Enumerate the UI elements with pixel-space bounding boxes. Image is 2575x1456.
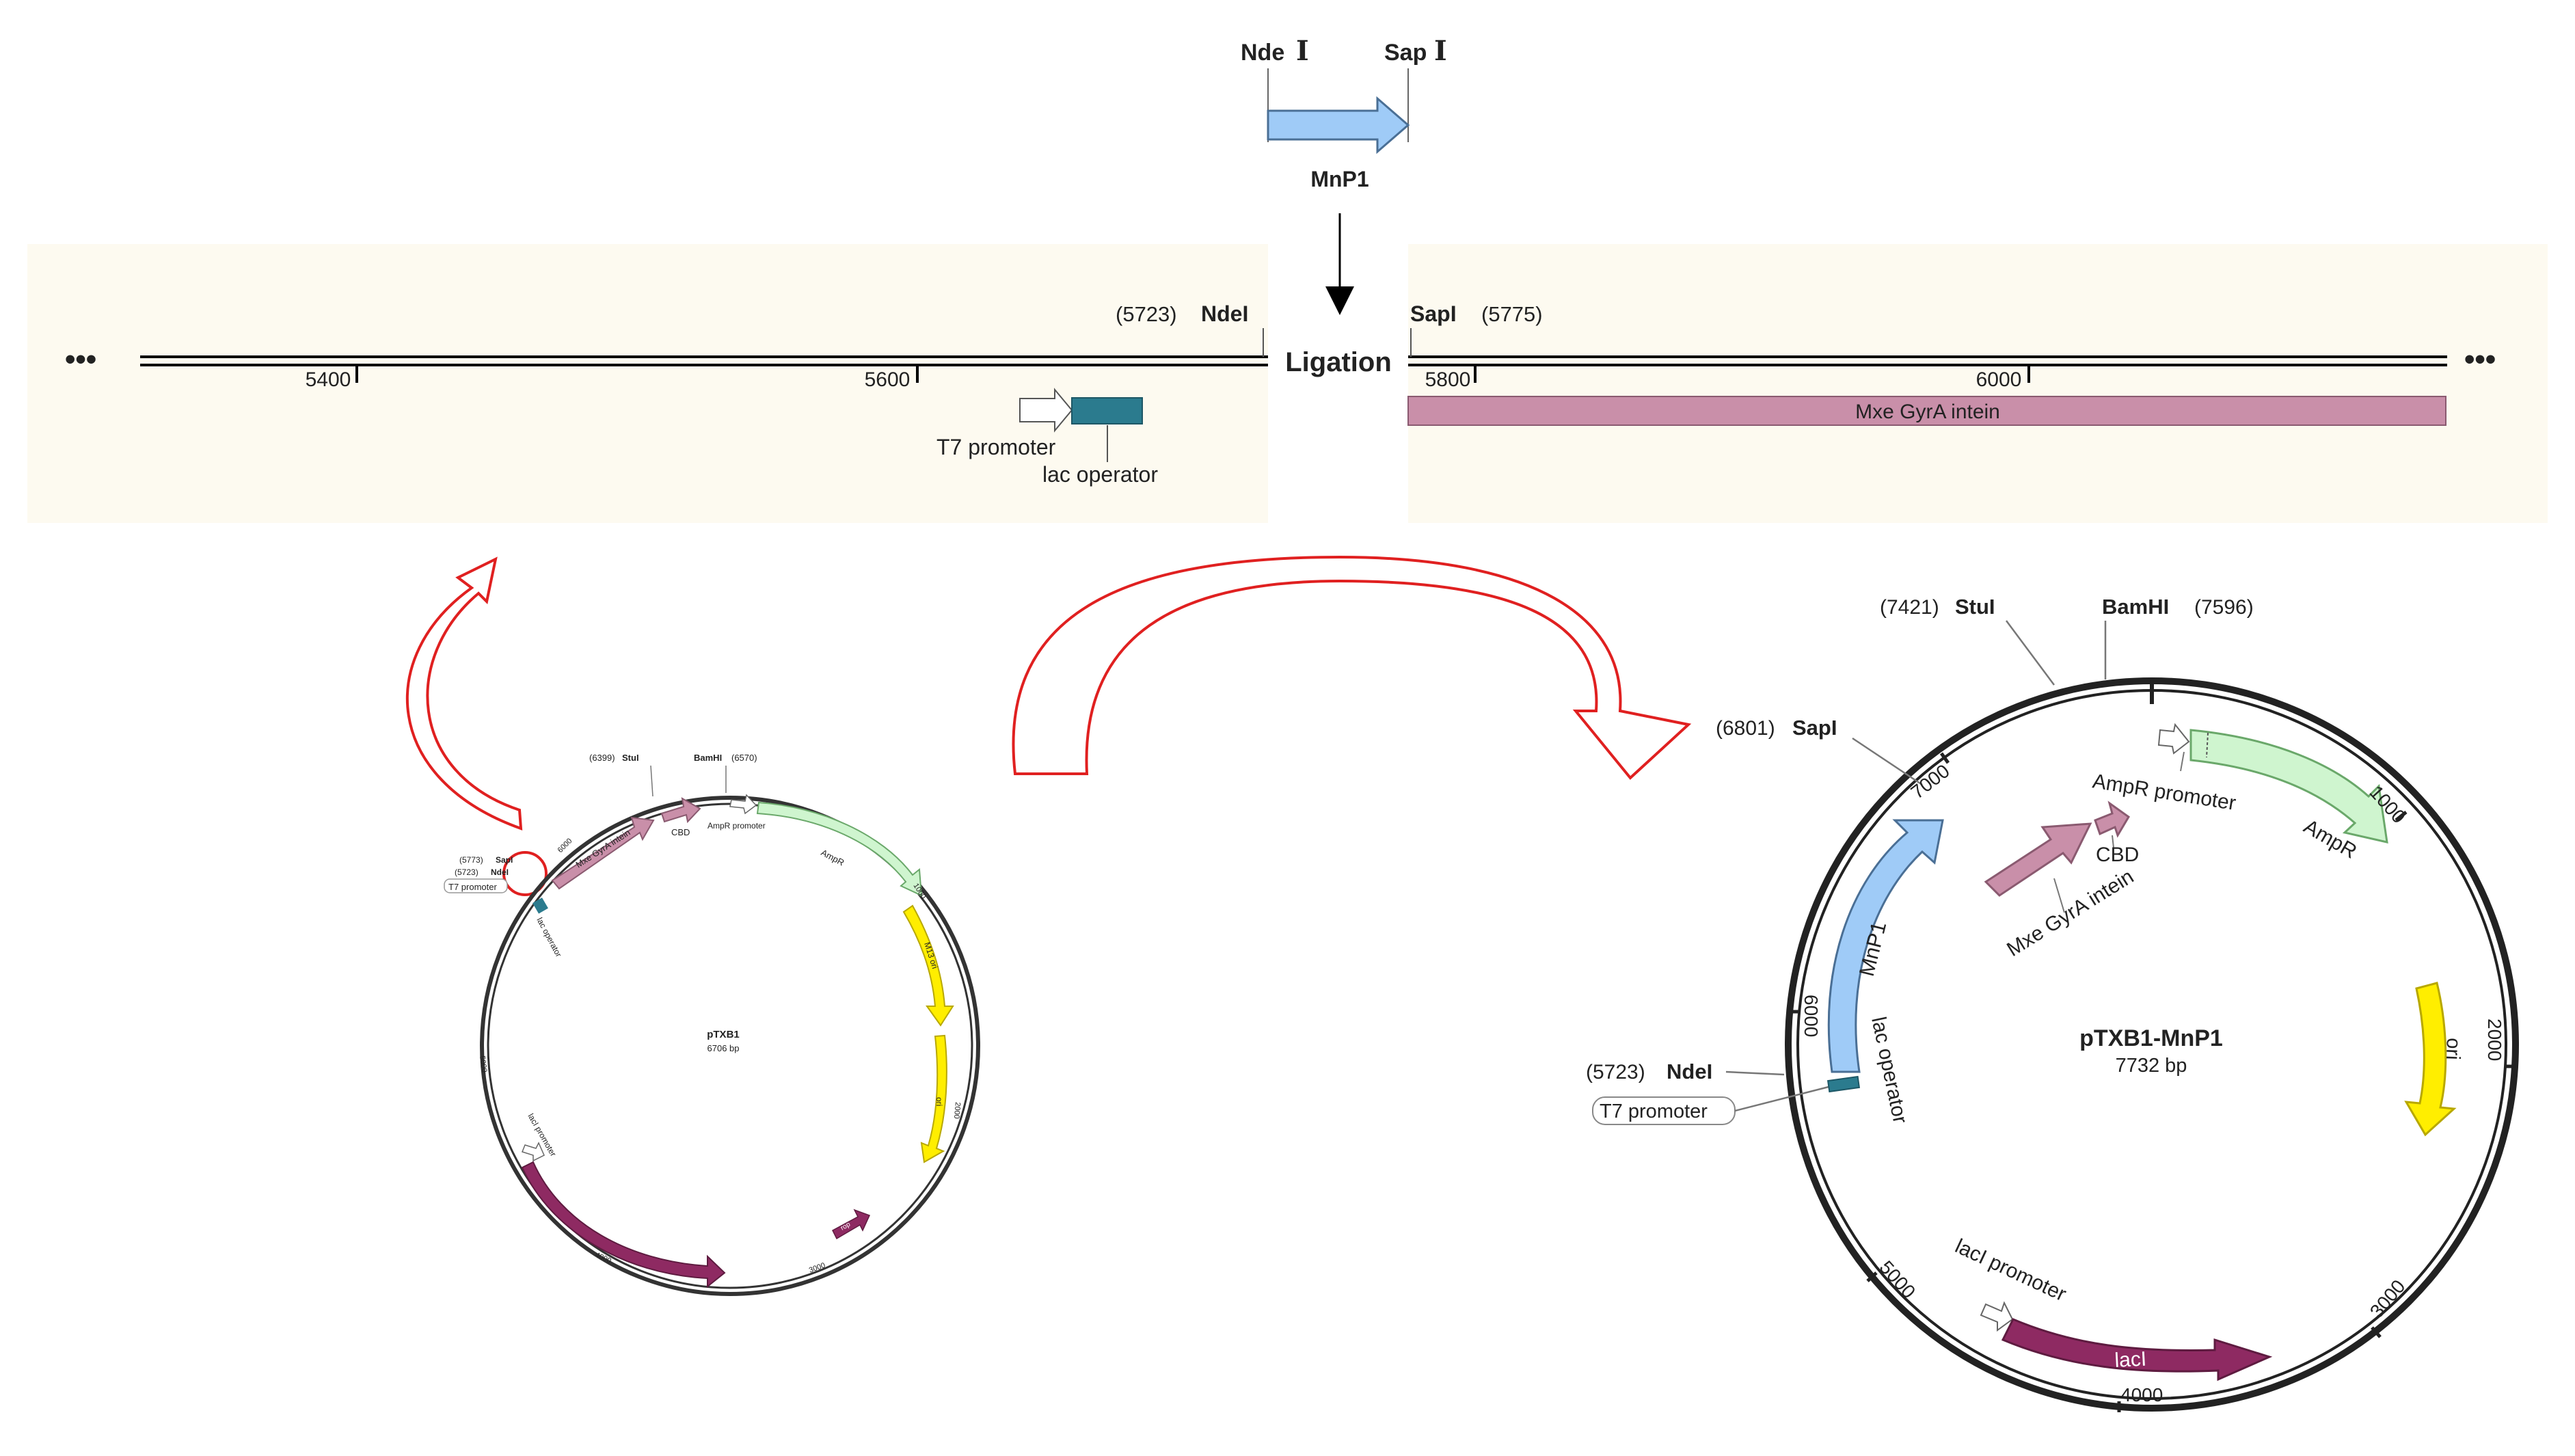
small-tick-3000: 3000 <box>808 1261 826 1275</box>
small-cbd-arrow <box>660 797 701 824</box>
red-arrows <box>406 555 1692 831</box>
linear-t7-promoter-arrow <box>1019 388 1073 433</box>
small-ori-arrow <box>920 1034 947 1163</box>
ligation-label: Ligation <box>1285 347 1392 377</box>
red-arrow-up-left <box>406 556 523 831</box>
small-rop-arrow <box>832 1209 871 1240</box>
small-stui-label: StuI <box>622 753 639 763</box>
large-stui-label: StuI <box>1955 595 1995 619</box>
insert-mnp1-arrow <box>1267 96 1410 154</box>
small-intein-arrow <box>551 816 655 890</box>
small-sapi-label: SapI <box>496 855 513 865</box>
large-plasmid-name: pTXB1-MnP1 <box>2079 1025 2223 1051</box>
linear-tick-5800: 5800 <box>1425 368 1471 391</box>
large-sapi-label: SapI <box>1792 716 1837 740</box>
large-ndei-label: NdeI <box>1667 1060 1712 1083</box>
small-plasmid-highlight-circle <box>502 851 548 896</box>
linear-t7-promoter-label: T7 promoter <box>936 435 1056 459</box>
linear-sapi-label: SapI <box>1410 301 1457 326</box>
insert-fragment: Nde I Sap I MnP1 <box>1241 35 1447 315</box>
insert-ndei-roman: I <box>1296 35 1309 67</box>
large-tick-4000: 4000 <box>2120 1384 2163 1405</box>
linear-tick-6000: 6000 <box>1976 368 2022 391</box>
large-t7-promoter-label: T7 promoter <box>1600 1101 1708 1122</box>
large-cbd-label: CBD <box>2096 844 2139 866</box>
large-lac-operator <box>1826 1075 1861 1093</box>
small-lac-operator-label: lac operator <box>535 916 563 959</box>
linear-tick-5400: 5400 <box>306 368 351 391</box>
small-t7-promoter-label: T7 promoter <box>448 882 497 892</box>
small-tick-5000: 5000 <box>478 1055 488 1073</box>
large-stui-pos: (7421) <box>1880 596 1939 619</box>
linear-ellipsis-right: ••• <box>2464 342 2496 376</box>
large-ndei-pos: (5723) <box>1586 1061 1645 1083</box>
large-laci-label: lacI <box>2114 1348 2147 1372</box>
linear-map: ••• ••• Ligation (5723) NdeI SapI (5775)… <box>27 244 2548 523</box>
large-laci-arrow <box>2001 1318 2273 1381</box>
small-bamhi-pos: (6570) <box>731 753 757 763</box>
insert-sapi-roman: I <box>1434 35 1447 67</box>
large-bamhi-label: BamHI <box>2102 595 2169 619</box>
small-ampr-promoter-arrow <box>729 794 757 815</box>
large-tick-3000: 3000 <box>2366 1276 2410 1322</box>
large-mnp1-arrow <box>1827 819 1944 1073</box>
insert-ndei-label: Nde <box>1241 40 1284 66</box>
linear-intein-label: Mxe GyrA intein <box>1855 401 2000 423</box>
large-tick-6000: 6000 <box>1801 995 1822 1037</box>
large-ampr-promoter-arrow <box>2157 723 2190 755</box>
large-ampr-label: AmpR <box>2300 815 2361 863</box>
small-stui-pos: (6399) <box>589 753 615 763</box>
large-ori-label: ori <box>2442 1038 2464 1060</box>
large-laci-promoter-label: lacI promoter <box>1952 1235 2070 1306</box>
small-plasmid-name: pTXB1 <box>707 1029 740 1040</box>
small-ndei-pos: (5723) <box>455 867 478 877</box>
large-laci-promoter-arrow <box>1980 1301 2014 1332</box>
small-plasmid-size: 6706 bp <box>707 1043 740 1053</box>
linear-ndei-label: NdeI <box>1201 301 1248 326</box>
large-cbd-arrow <box>2094 800 2130 838</box>
linear-ndei-pos: (5723) <box>1116 302 1177 326</box>
insert-gene-label: MnP1 <box>1310 167 1369 191</box>
linear-ellipsis-left: ••• <box>65 342 96 376</box>
linear-sapi-pos: (5775) <box>1481 302 1543 326</box>
small-plasmid-map: pTXB1 6706 bp (6399) StuI BamHI (6570) (… <box>444 753 980 1296</box>
small-laci-arrow <box>521 1161 726 1289</box>
small-sapi-pos: (5773) <box>459 855 483 865</box>
large-ampr-arrow <box>2189 729 2388 844</box>
linear-tick-5600: 5600 <box>865 368 911 391</box>
large-bamhi-pos: (7596) <box>2194 596 2254 619</box>
large-plasmid-size: 7732 bp <box>2116 1055 2187 1077</box>
large-plasmid-map: pTXB1-MnP1 7732 bp (7421) StuI BamHI (75… <box>1586 595 2519 1412</box>
linear-intein-bar <box>1407 396 2446 426</box>
small-ampr-label: AmpR <box>820 847 846 867</box>
small-m13-ori-arrow <box>902 904 954 1027</box>
large-ori-arrow <box>2404 982 2457 1137</box>
linear-panel-right <box>1408 244 2548 523</box>
large-tick-2000: 2000 <box>2484 1019 2505 1061</box>
small-ampr-promoter-label: AmpR promoter <box>707 821 766 831</box>
red-arrow-big <box>1012 555 1692 780</box>
small-cbd-label: CBD <box>671 827 690 837</box>
small-bamhi-label: BamHI <box>694 753 722 763</box>
large-tick-5000: 5000 <box>1876 1256 1920 1302</box>
small-lac-operator <box>532 898 548 914</box>
linear-lac-operator-box <box>1071 397 1143 424</box>
small-ndei-label: NdeI <box>491 867 509 877</box>
small-tick-2000: 2000 <box>952 1102 962 1119</box>
small-ampr-arrow <box>756 801 923 897</box>
small-tick-6000: 6000 <box>556 837 574 854</box>
large-intein-arrow <box>1984 822 2092 897</box>
small-laci-promoter-arrow <box>522 1142 545 1162</box>
insert-sapi-label: Sap <box>1384 40 1427 66</box>
linear-lac-operator-label: lac operator <box>1042 462 1158 487</box>
linear-panel-left <box>27 244 1268 523</box>
large-sapi-pos: (6801) <box>1716 717 1775 740</box>
small-ori-label: ori <box>934 1097 944 1106</box>
large-lac-operator-label: lac operator <box>1867 1015 1911 1126</box>
